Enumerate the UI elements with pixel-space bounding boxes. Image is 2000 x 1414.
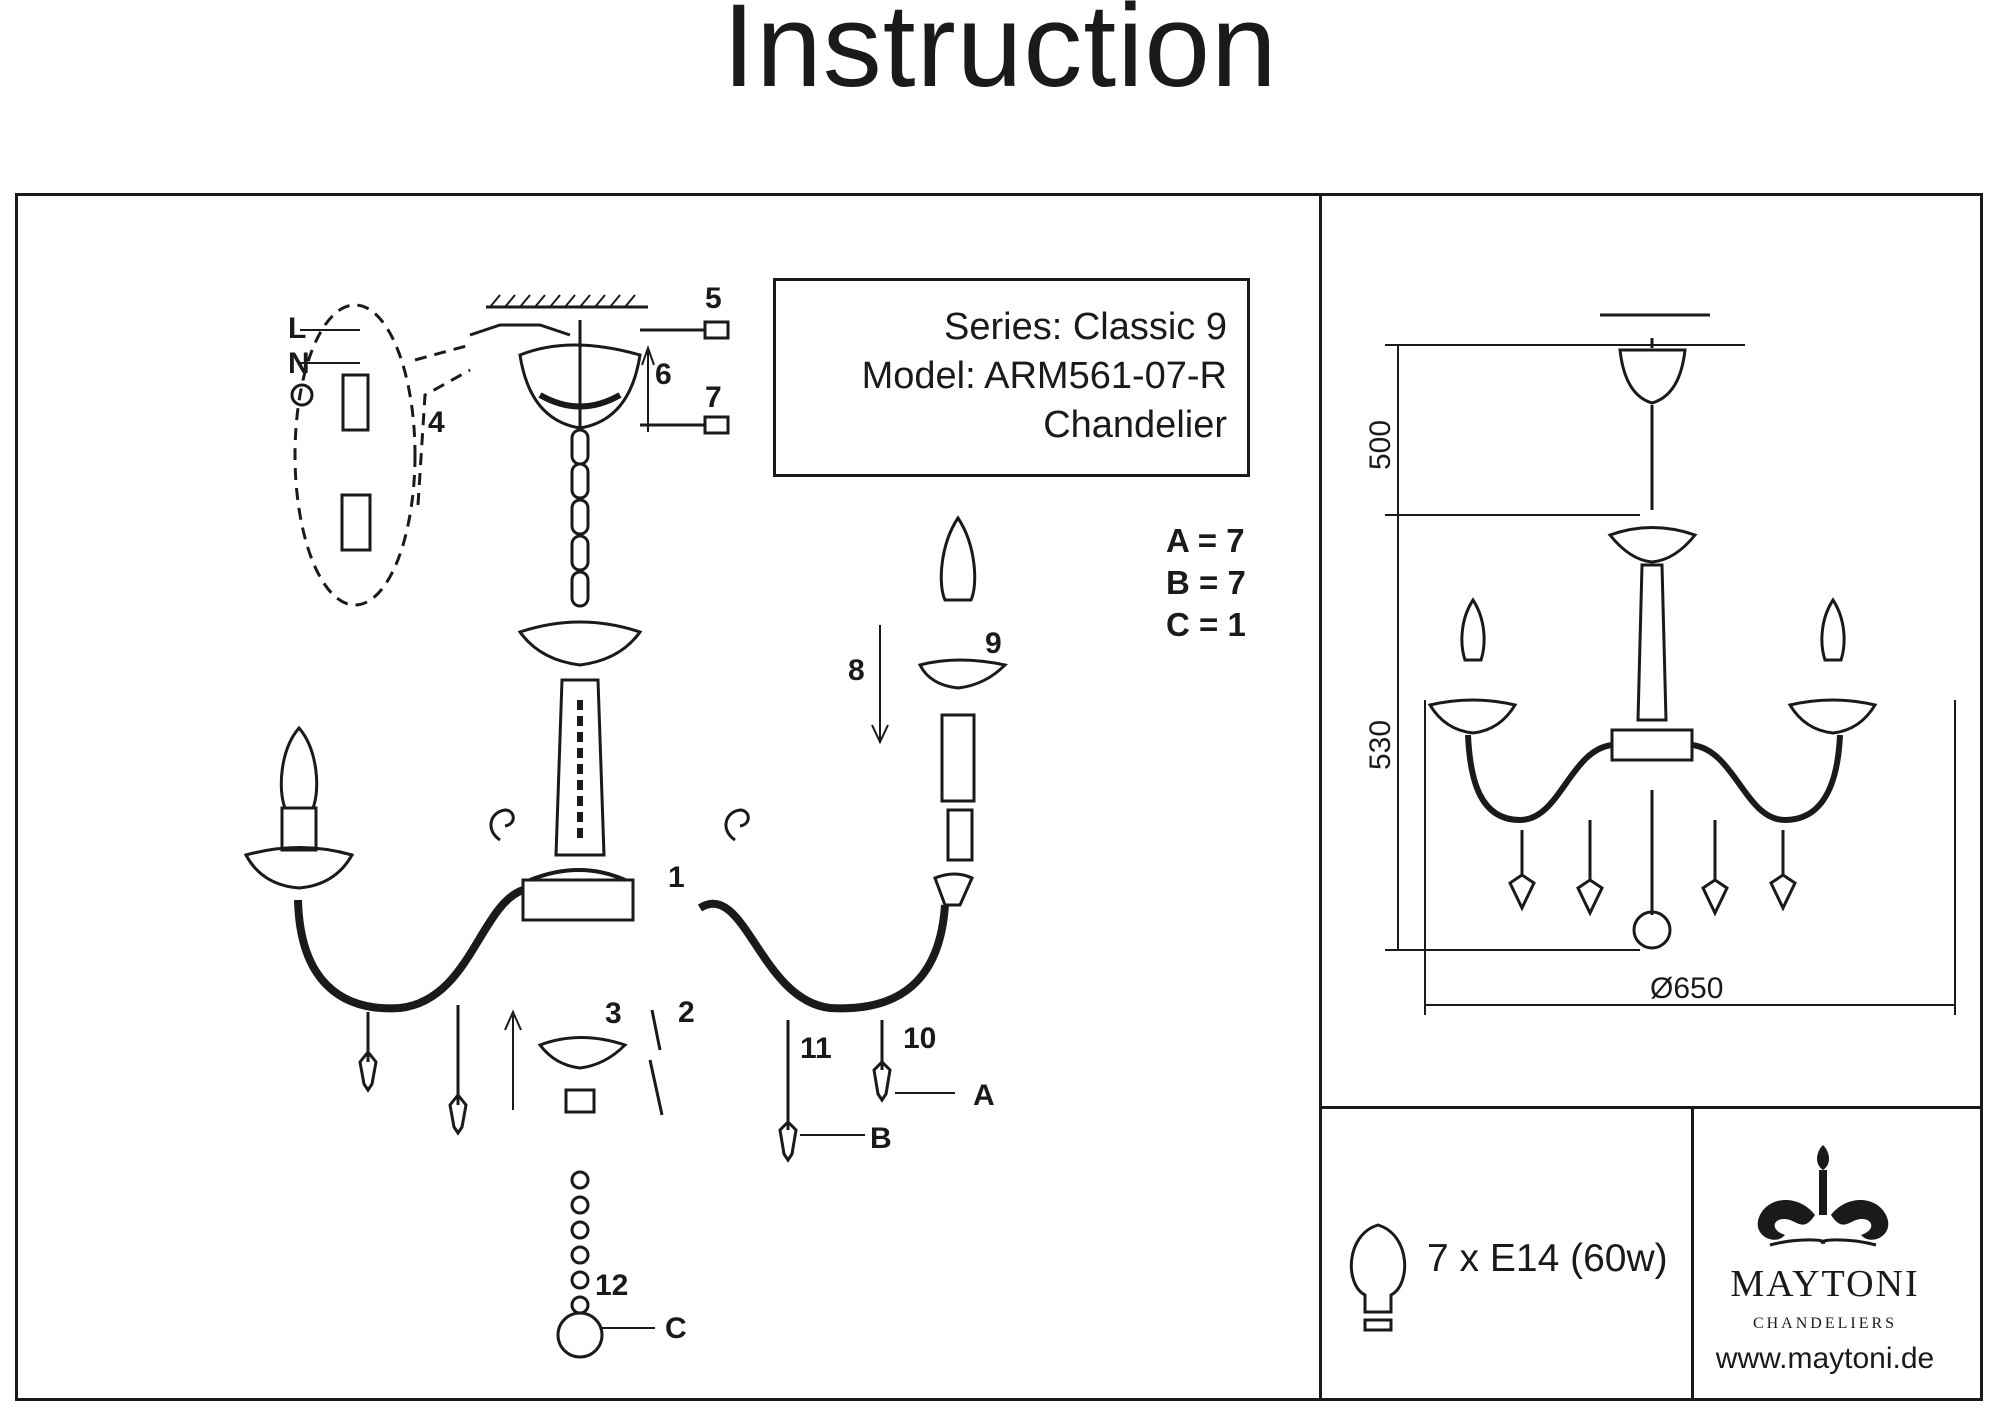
brand-name: MAYTONI xyxy=(1730,1263,1920,1305)
right-socket xyxy=(946,808,974,862)
center-body xyxy=(521,878,635,922)
page-title: Instruction xyxy=(722,0,1278,112)
mini-body xyxy=(1610,728,1694,762)
mini-ball xyxy=(1632,910,1672,950)
mini-bracket xyxy=(1600,313,1710,348)
bottom-finial xyxy=(564,1088,596,1114)
right-arm-scroll xyxy=(724,808,750,842)
mini-right-cup xyxy=(1787,698,1878,735)
screwdriver-2 xyxy=(648,1009,664,1116)
label-step-6: 6 xyxy=(655,358,672,391)
drop-b xyxy=(778,1020,798,1163)
mini-drop-3 xyxy=(1701,820,1729,917)
dim-top: 500 xyxy=(1364,420,1397,470)
driver-box xyxy=(340,493,372,552)
logo-divider xyxy=(1691,1106,1694,1401)
panel-divider xyxy=(1319,193,1322,1401)
chain xyxy=(570,320,590,608)
label-step-4: 4 xyxy=(428,406,445,439)
screw-7 xyxy=(640,415,730,435)
series-text: Series: Classic 9 xyxy=(944,306,1227,348)
label-step-2: 2 xyxy=(678,996,695,1029)
bulb-spec-icon xyxy=(1349,1223,1407,1314)
mini-drop-4 xyxy=(1769,830,1797,912)
left-candle-sleeve xyxy=(280,806,318,852)
part-quantities: A = 7 B = 7 C = 1 xyxy=(1166,520,1246,646)
bottom-bowl xyxy=(537,1036,628,1070)
mini-left-cup xyxy=(1427,698,1518,735)
arrow-down-8 xyxy=(871,625,889,745)
ground-symbol xyxy=(290,383,314,407)
qty-b: B = 7 xyxy=(1166,564,1246,601)
mini-left-bulb xyxy=(1460,597,1486,662)
label-wire-l: L xyxy=(288,312,306,345)
mini-drop-2 xyxy=(1576,820,1604,917)
model-info-box: Series: Classic 9 Model: ARM561-07-R Cha… xyxy=(773,278,1250,477)
left-arm xyxy=(294,886,525,1013)
terminal-block xyxy=(341,373,370,432)
center-drop-chain xyxy=(570,1170,590,1315)
stem xyxy=(554,678,606,857)
label-step-11: 11 xyxy=(800,1032,832,1065)
label-step-10: 10 xyxy=(903,1022,936,1055)
screw-5 xyxy=(640,320,730,340)
mini-drop-1 xyxy=(1508,830,1536,912)
canopy xyxy=(518,343,642,430)
maytoni-logo-icon xyxy=(1757,1145,1889,1247)
label-step-8: 8 xyxy=(848,654,865,687)
right-arm-cup xyxy=(933,872,974,907)
spec-divider xyxy=(1319,1106,1983,1109)
label-step-9: 9 xyxy=(985,627,1002,660)
left-bulb-icon xyxy=(279,725,319,810)
mini-right-bulb xyxy=(1820,597,1846,662)
right-bulb-icon xyxy=(939,515,977,602)
qty-c: C = 1 xyxy=(1166,606,1246,643)
mini-canopy xyxy=(1618,348,1687,405)
drop-a xyxy=(872,1020,892,1103)
label-step-12: 12 xyxy=(595,1269,628,1302)
left-candle-cup xyxy=(243,846,355,890)
mini-left-arm xyxy=(1465,734,1613,824)
mounting-bracket xyxy=(469,323,571,337)
mini-upper-bowl xyxy=(1607,526,1698,564)
label-step-7: 7 xyxy=(705,381,722,414)
label-step-5: 5 xyxy=(705,282,722,315)
brand-sub: CHANDELIERS xyxy=(1752,1315,1898,1332)
mini-stem xyxy=(1636,563,1668,722)
ceiling-hatch xyxy=(486,294,648,309)
arrow-up-6 xyxy=(641,344,655,432)
right-arm xyxy=(697,899,949,1013)
label-step-1: 1 xyxy=(668,861,685,894)
label-part-a: A xyxy=(973,1079,995,1112)
label-wire-n: N xyxy=(288,347,310,380)
bulb-spec-text: 7 x E14 (60w) xyxy=(1427,1237,1668,1280)
dim-height: 530 xyxy=(1364,720,1397,770)
label-step-3: 3 xyxy=(605,997,622,1030)
crystal-ball-c xyxy=(556,1311,604,1359)
instruction-frame xyxy=(15,193,1983,1401)
model-text: Model: ARM561-07-R xyxy=(861,355,1227,397)
dimension-lines xyxy=(1385,344,1956,1015)
dim-diameter: Ø650 xyxy=(1650,972,1723,1005)
arrow-up-3 xyxy=(504,1009,522,1110)
label-part-b: B xyxy=(870,1122,892,1155)
label-part-c: C xyxy=(665,1312,687,1345)
right-candle-cup xyxy=(917,658,1009,690)
qty-a: A = 7 xyxy=(1166,522,1245,559)
wiring-detail xyxy=(293,303,417,607)
left-arm-scroll xyxy=(489,808,515,842)
right-candle-sleeve xyxy=(940,713,976,803)
upper-bowl xyxy=(517,620,643,667)
brand-url[interactable]: www.maytoni.de xyxy=(1715,1342,1935,1375)
left-drop-b xyxy=(448,1005,468,1136)
type-text: Chandelier xyxy=(1043,404,1227,446)
left-drop-a xyxy=(358,1012,378,1093)
mini-right-arm xyxy=(1691,734,1843,824)
